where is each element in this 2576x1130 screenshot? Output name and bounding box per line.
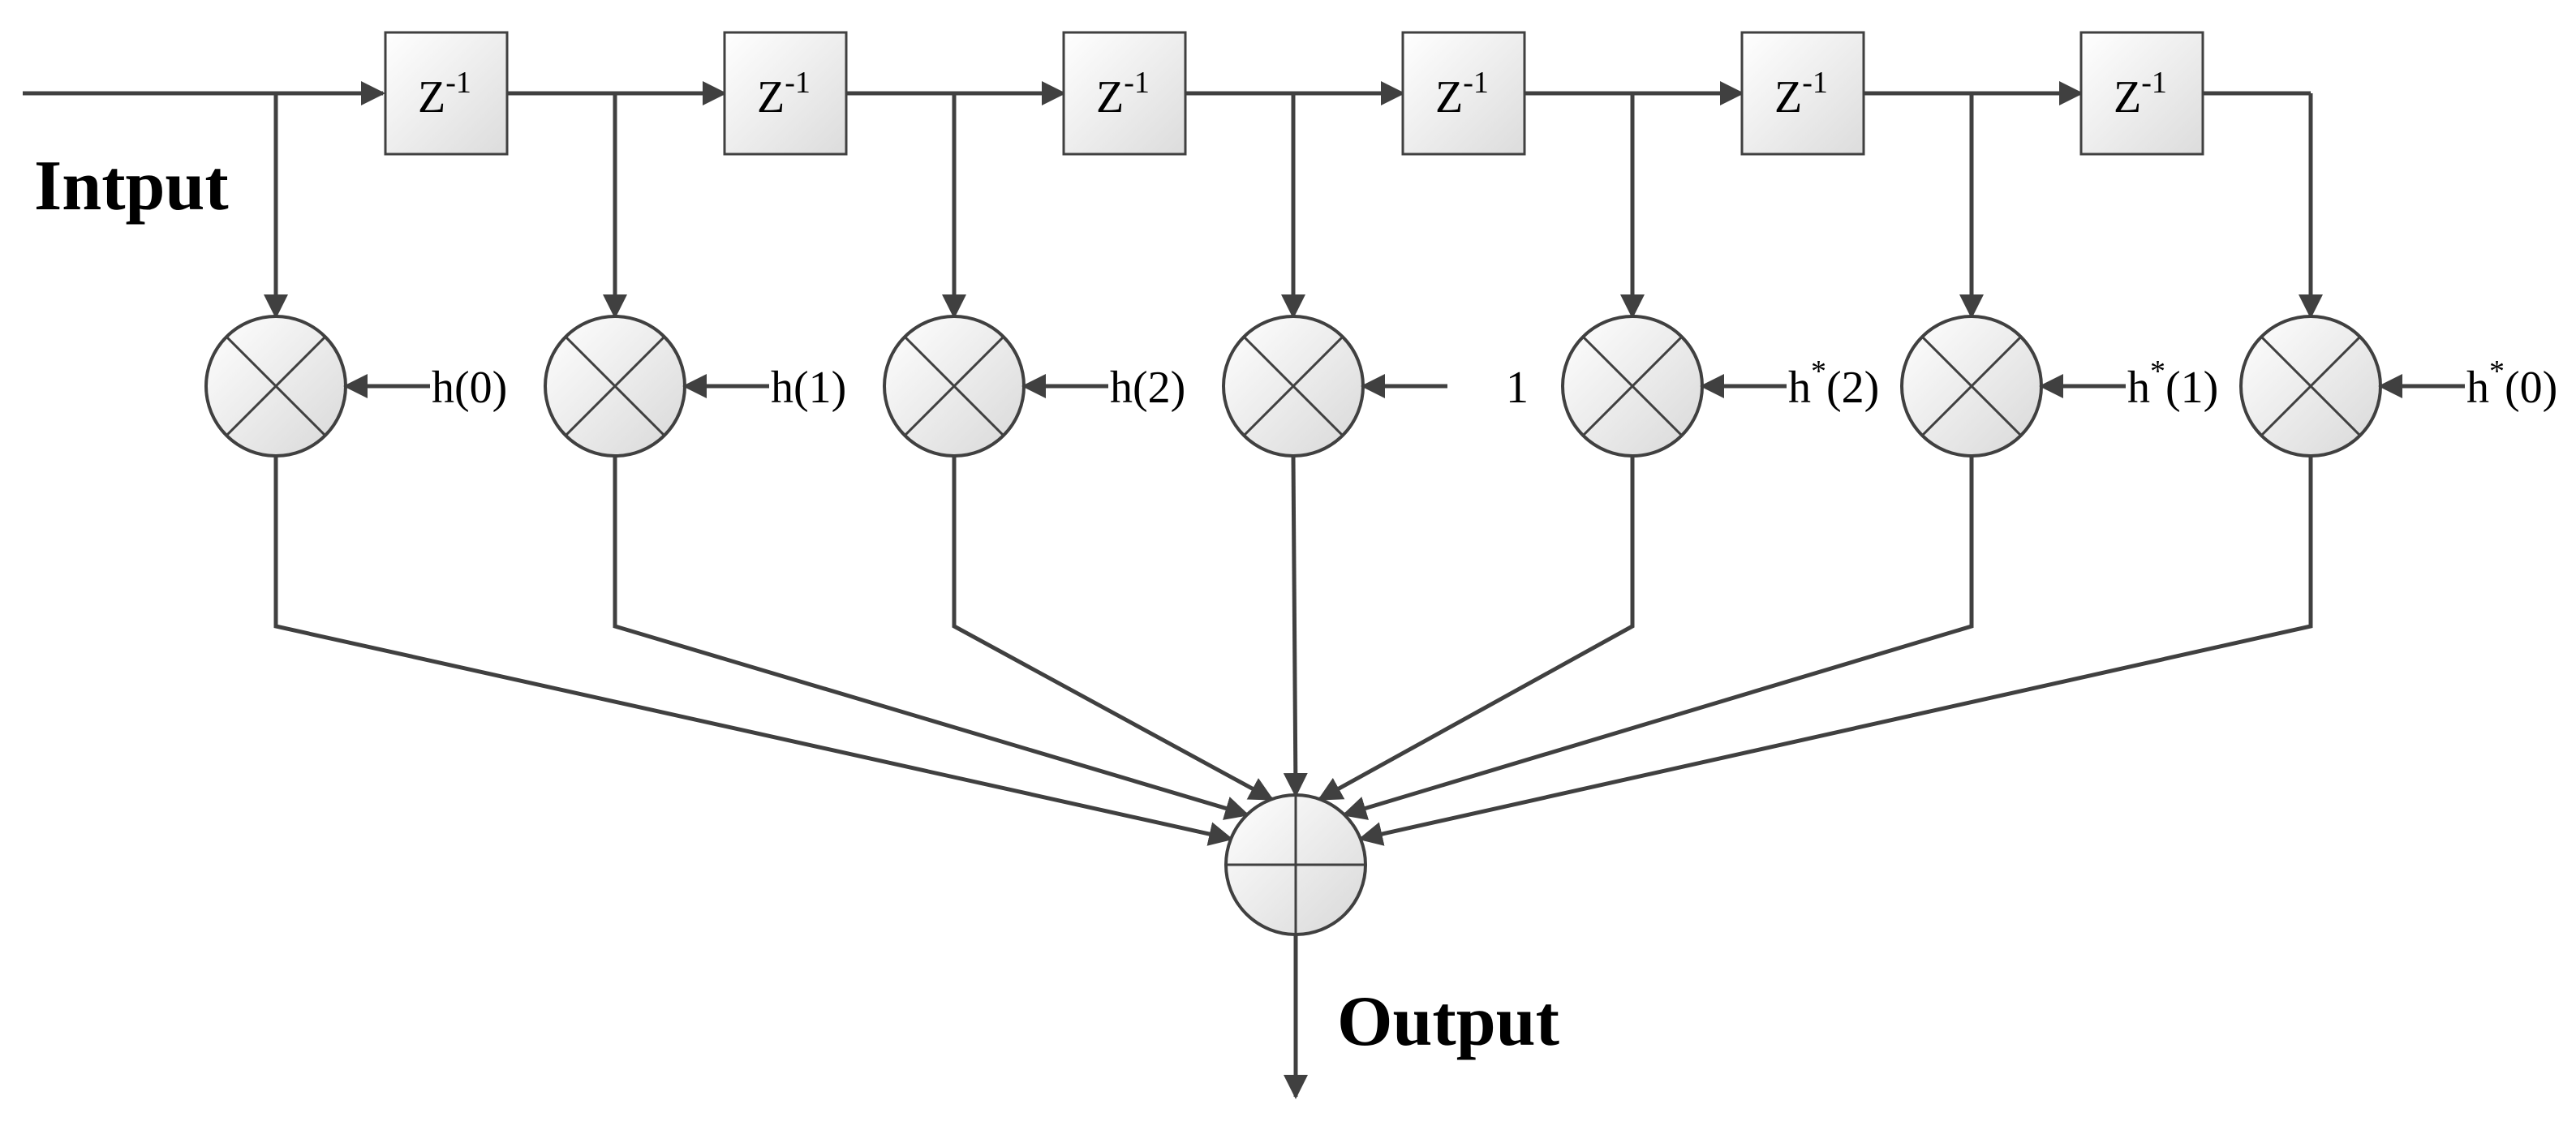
tap-6: h*(0) — [1357, 93, 2557, 846]
delay-block-2: Z-1 — [723, 31, 1066, 156]
delay-label: Z-1 — [757, 66, 811, 122]
multiplier-node — [204, 315, 347, 458]
tap-1: h(1) — [544, 93, 1250, 820]
coefficient-label: h*(2) — [1788, 354, 1879, 413]
sum-path — [1357, 456, 2313, 846]
delay-label: Z-1 — [1774, 66, 1828, 122]
coefficient-label: 1 — [1506, 363, 1529, 413]
multiplier-node — [2239, 315, 2382, 458]
coefficient-label: h*(0) — [2466, 354, 2557, 413]
delay-block-5: Z-1 — [1740, 31, 2084, 156]
sum-path — [1317, 456, 1635, 801]
multiplier-node — [1561, 315, 1704, 458]
coefficient-label: h(0) — [432, 363, 507, 413]
tap-0: h(0) — [204, 93, 1234, 846]
coefficient-label: h(1) — [771, 363, 846, 413]
tap-3: 1 — [1222, 93, 1529, 797]
delay-block-6: Z-1 — [2079, 31, 2311, 156]
delay-label: Z-1 — [418, 66, 471, 122]
delay-block-3: Z-1 — [1062, 31, 1405, 156]
sum-path — [952, 456, 1275, 801]
delay-box-icon — [1740, 31, 1865, 156]
multiplier-node — [1222, 315, 1365, 458]
tap-network: h(0) h(1) h(2) 1 h*(2) h*(1) h*(0) — [204, 93, 2557, 846]
coefficient-label: h(2) — [1110, 363, 1185, 413]
sum-path — [273, 456, 1234, 846]
tap-4: h*(2) — [1317, 93, 1879, 801]
multiplier-node — [1900, 315, 2043, 458]
sum-path — [613, 456, 1250, 820]
delay-label: Z-1 — [2114, 66, 2167, 122]
sum-path — [1341, 456, 1974, 820]
delay-box-icon — [723, 31, 848, 156]
delay-label: Z-1 — [1435, 66, 1489, 122]
delay-box-icon — [1401, 31, 1526, 156]
multiplier-node — [544, 315, 686, 458]
sum-path — [1283, 455, 1308, 797]
tap-2: h(2) — [883, 93, 1275, 801]
adder-node — [1224, 793, 1367, 936]
multiplier-node — [883, 315, 1026, 458]
delay-label: Z-1 — [1096, 66, 1150, 122]
delay-block-4: Z-1 — [1401, 31, 1744, 156]
coefficient-label: h*(1) — [2127, 354, 2218, 413]
delay-block-1: Z-1 — [384, 31, 727, 156]
delay-box-icon — [1062, 31, 1187, 156]
output-label: Output — [1337, 982, 1559, 1061]
delay-chain: Z-1 Z-1 Z-1 Z-1 Z-1 Z-1 — [384, 31, 2311, 156]
tap-5: h*(1) — [1341, 93, 2218, 820]
input-label: Intput — [34, 147, 229, 226]
delay-box-icon — [2079, 31, 2204, 156]
